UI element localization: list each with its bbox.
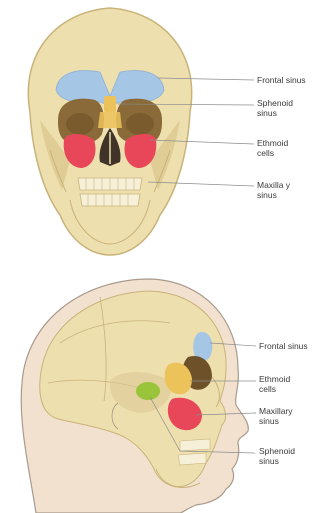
front-ethmoid-cells [104,96,116,112]
front-lower-teeth [80,194,140,206]
front-label-maxillary-sinus: Maxilla y sinus [257,180,290,200]
front-label-sphenoid-sinus: Sphenoid sinus [257,98,293,118]
side-teeth [180,439,210,451]
front-skull-illustration [0,0,330,260]
front-label-frontal-sinus: Frontal sinus [257,75,306,85]
front-sphenoid-sinus [98,112,122,128]
side-label-sphenoid-sinus: Sphenoid sinus [259,446,295,466]
front-label-ethmoid-cells: Ethmoid cells [257,138,288,158]
side-label-ethmoid-cells: Ethmoid cells [259,374,290,394]
side-sphenoid-sinus [136,382,160,400]
side-label-maxillary-sinus: Maxillary sinus [259,406,293,426]
side-label-frontal-sinus: Frontal sinus [259,341,308,351]
